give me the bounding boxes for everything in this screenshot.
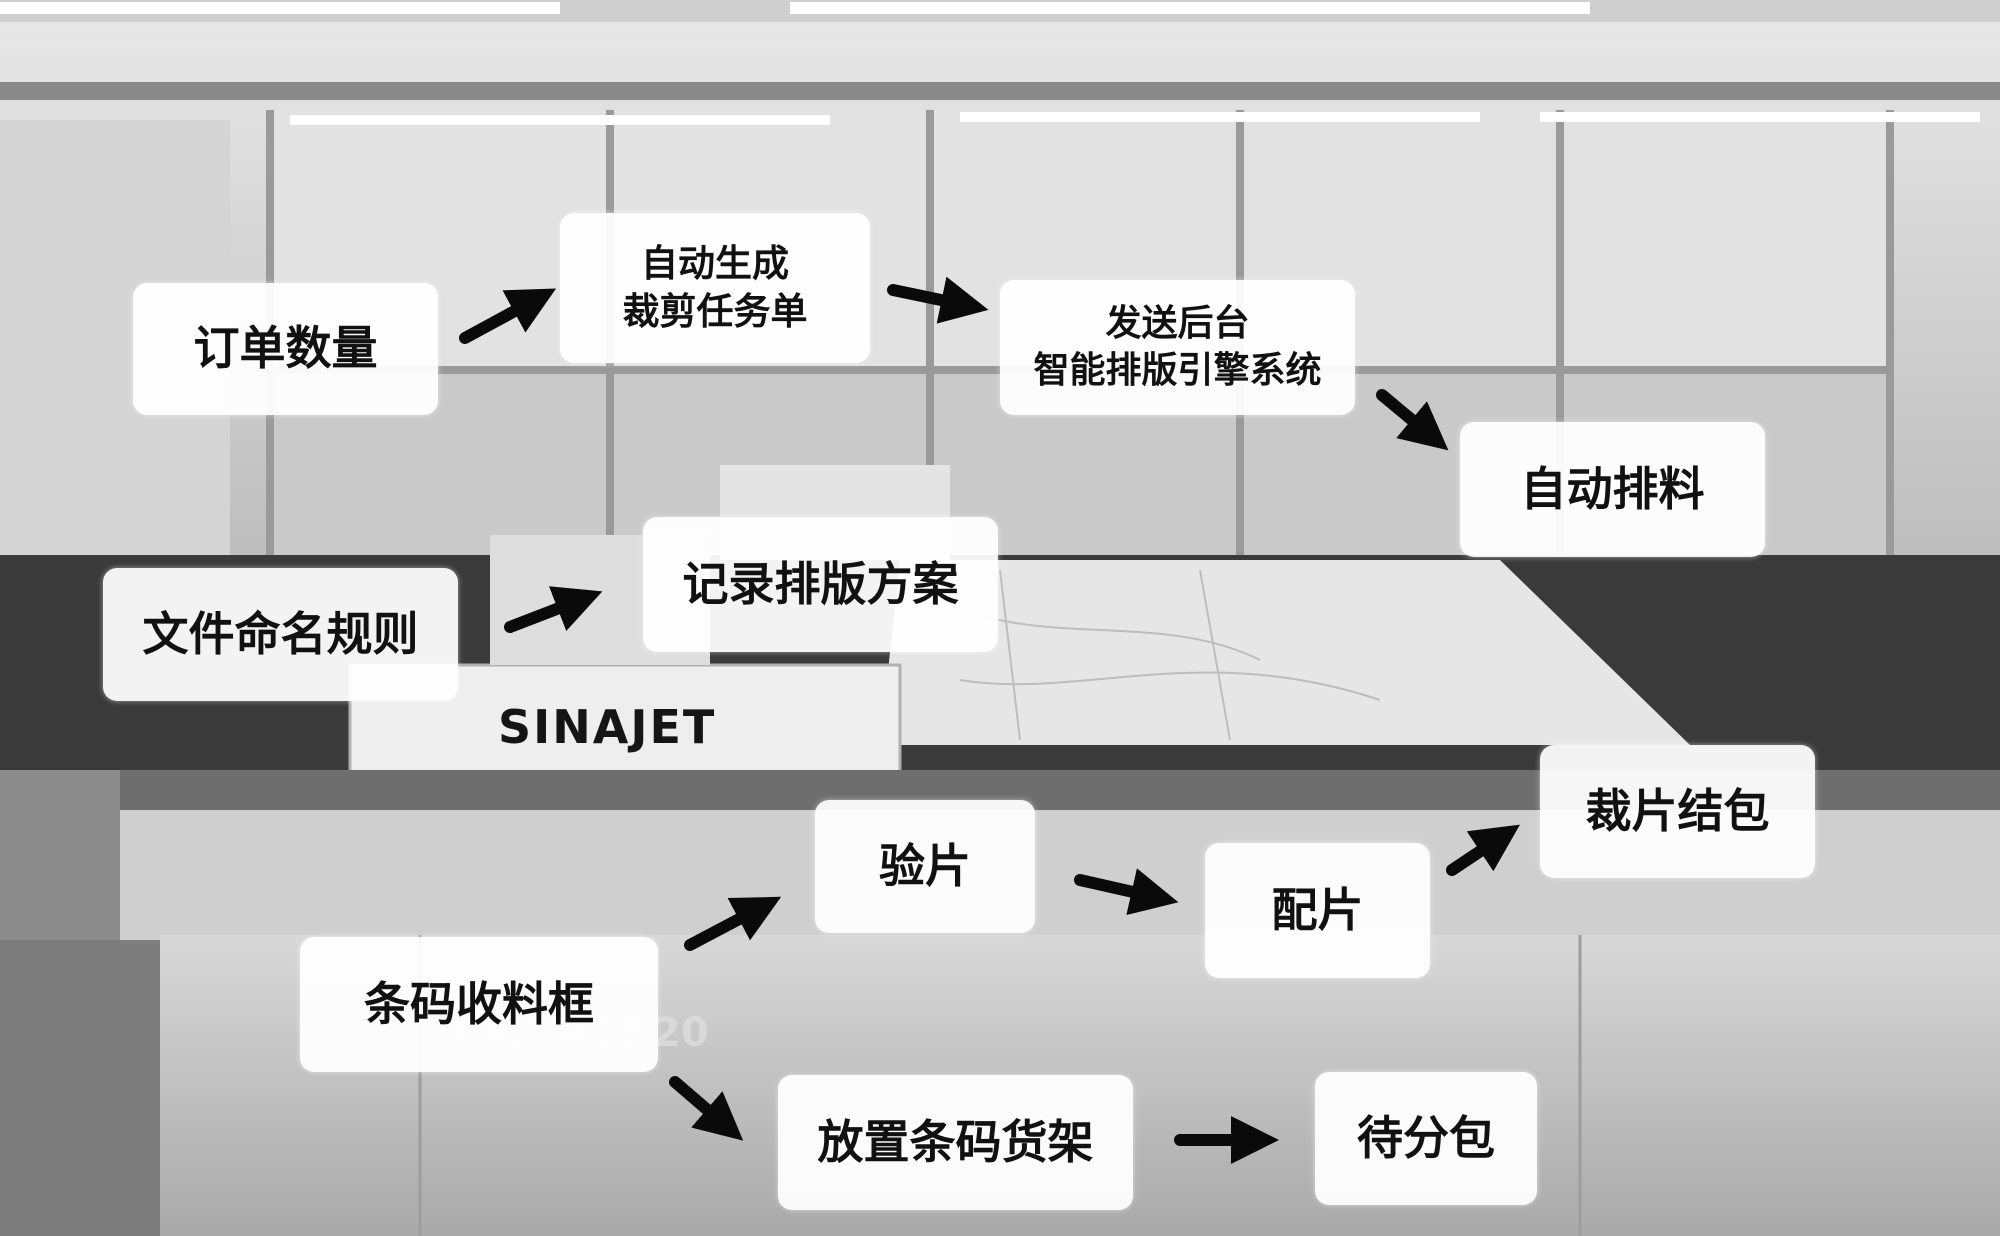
- arrow-backend-to-layout: [1376, 389, 1449, 451]
- arrow-bin-to-inspect: [684, 896, 782, 951]
- step-label: 自动排料: [1520, 461, 1705, 516]
- step-record-layout-plan: 记录排版方案: [643, 517, 998, 652]
- step-pending-packing: 待分包: [1315, 1072, 1537, 1205]
- step-match-pieces: 配片: [1205, 843, 1430, 978]
- step-bundle-pieces: 裁片结包: [1540, 745, 1815, 878]
- step-label-line-1: 自动生成: [641, 241, 789, 285]
- step-label: 文件命名规则: [142, 606, 419, 661]
- step-label: 记录排版方案: [682, 556, 959, 611]
- step-label: 放置条码货架: [817, 1114, 1094, 1169]
- arrow-task-to-backend: [887, 276, 989, 324]
- step-label: 待分包: [1357, 1110, 1495, 1165]
- step-label-line-2: 裁剪任务单: [622, 290, 808, 333]
- arrow-match-to-bundle: [1446, 824, 1520, 876]
- step-label: 条码收料框: [364, 976, 594, 1031]
- step-order-quantity: 订单数量: [133, 283, 438, 415]
- step-label: 验片: [879, 838, 971, 893]
- arrow-bin-to-shelf: [669, 1076, 744, 1141]
- arrow-naming-to-record: [504, 586, 603, 633]
- step-label-line-1: 发送后台: [1105, 302, 1250, 344]
- step-file-naming-rules: 文件命名规则: [103, 568, 458, 701]
- step-barcode-shelf: 放置条码货架: [778, 1075, 1133, 1210]
- machine-brand-logo: SINAJET: [498, 700, 717, 754]
- step-auto-layout: 自动排料: [1460, 422, 1765, 557]
- step-send-backend-engine: 发送后台 智能排版引擎系统: [1000, 280, 1355, 415]
- step-auto-generate-task: 自动生成 裁剪任务单: [560, 213, 870, 363]
- step-label: 裁片结包: [1585, 783, 1770, 838]
- arrow-order-to-task: [459, 288, 557, 344]
- step-barcode-bin: 条码收料框: [300, 937, 658, 1072]
- step-label: 配片: [1271, 882, 1364, 937]
- step-label-line-2: 智能排版引擎系统: [1033, 349, 1322, 391]
- arrow-inspect-to-match: [1074, 868, 1179, 916]
- step-inspect-pieces: 验片: [815, 800, 1035, 933]
- step-label: 订单数量: [193, 321, 378, 376]
